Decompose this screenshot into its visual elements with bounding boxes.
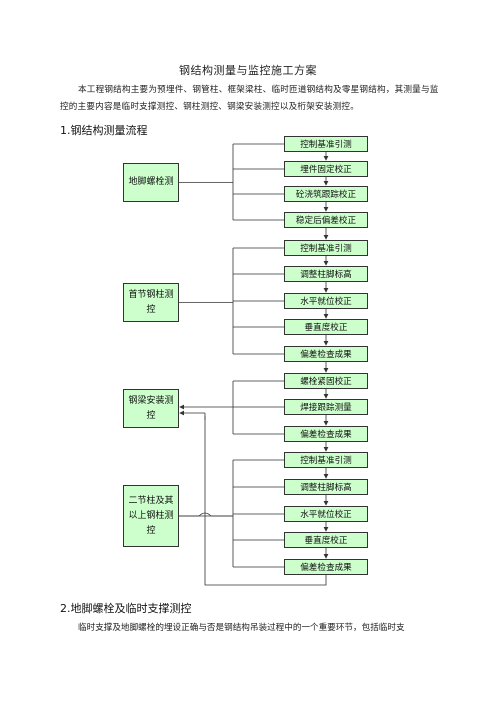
flow-step: 控制基准引测 [284,240,368,256]
flow-step-label: 调整柱脚标高 [300,483,352,493]
flow-step: 偏差检查成果 [284,346,368,362]
flow-step-label: 稳定后偏差校正 [295,216,357,226]
flow-step-label: 偏差检查成果 [300,563,352,573]
flow-step: 垂直度校正 [284,532,368,548]
group-upper-column: 二节柱及其以上钢柱测控 [123,485,179,547]
flow-step: 水平就位校正 [284,293,368,309]
flow-step-label: 偏差检查成果 [300,430,352,440]
flow-step-label: 水平就位校正 [300,510,352,520]
flow-step-label: 水平就位校正 [300,297,352,307]
flow-step-label: 垂直度校正 [304,323,348,333]
flow-step: 砼浇筑跟踪校正 [284,186,368,202]
intro-paragraph: 本工程钢结构主要为预埋件、钢管柱、框架梁柱、临时匝道钢结构及零星钢结构，其测量与… [60,85,439,112]
flow-step: 偏差检查成果 [284,559,368,575]
flow-step-label: 控制基准引测 [300,456,352,466]
group-label: 钢梁安装测控 [128,395,174,421]
flow-step: 垂直度校正 [284,319,368,335]
flow-step: 控制基准引测 [284,452,368,468]
section2-paragraph: 临时支撑及地脚螺栓的埋设正确与否是钢结构吊装过程中的一个重要环节，包括临时支 [78,623,405,633]
flow-step: 调整柱脚标高 [284,479,368,495]
flow-step-label: 焊接跟踪测量 [300,403,352,413]
flow-step-label: 偏差检查成果 [300,350,352,360]
flow-step-label: 控制基准引测 [300,244,352,254]
group-first-column: 首节钢柱测控 [123,283,179,322]
flow-step: 控制基准引测 [284,136,368,152]
flow-step-label: 调整柱脚标高 [300,270,352,280]
flow-step-label: 砼浇筑跟踪校正 [295,190,357,200]
group-anchor-bolt: 地脚螺栓测 [123,163,179,202]
flow-step: 调整柱脚标高 [284,266,368,282]
connector-path [179,512,233,517]
flow-step: 偏差检查成果 [284,426,368,442]
group-label: 地脚螺栓测 [128,177,174,187]
flow-step-label: 螺栓紧固校正 [300,377,352,387]
group-beam-install: 钢梁安装测控 [123,389,179,428]
group-label: 二节柱及其以上钢柱测控 [128,495,174,536]
group-label: 首节钢柱测控 [128,289,174,315]
flow-step: 埋件固定校正 [284,161,368,177]
flow-step-label: 控制基准引测 [300,140,352,150]
flow-step: 焊接跟踪测量 [284,399,368,415]
page-title: 钢结构测量与监控施工方案 [179,64,317,77]
section-heading-anchor-bolt: 2.地脚螺栓及临时支撑测控 [60,602,192,615]
flow-step-label: 垂直度校正 [304,536,348,546]
section-heading-flow: 1.钢结构测量流程 [60,124,148,137]
flow-step: 稳定后偏差校正 [284,212,368,228]
flow-step: 水平就位校正 [284,506,368,522]
flow-step: 螺栓紧固校正 [284,373,368,389]
flow-step-label: 埋件固定校正 [300,165,352,175]
